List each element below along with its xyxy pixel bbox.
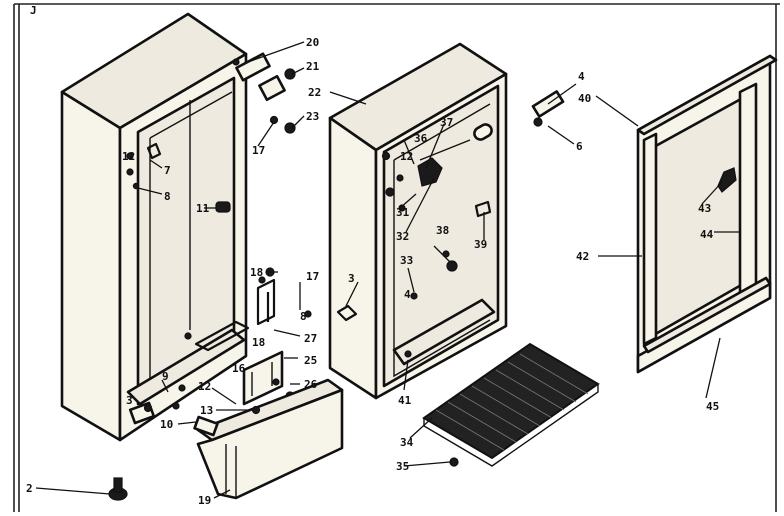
callout-17: 17	[306, 270, 319, 283]
inner-liner	[328, 42, 508, 400]
callout-42: 42	[576, 250, 589, 263]
callout-18: 18	[250, 266, 263, 279]
leveling-leg	[108, 477, 128, 501]
callout-23: 23	[306, 110, 319, 123]
callout-25: 25	[304, 354, 317, 367]
callout-22: 22	[308, 86, 321, 99]
callout-8: 8	[164, 190, 171, 203]
callout-39: 39	[474, 238, 487, 251]
callout-26: 26	[304, 378, 318, 391]
callout-40: 40	[578, 92, 591, 105]
callout-21: 21	[306, 60, 320, 73]
callout-18: 18	[252, 336, 265, 349]
callout-10: 10	[160, 418, 173, 431]
callout-45: 45	[706, 400, 719, 413]
callout-27: 27	[304, 332, 317, 345]
corner-mark: J	[30, 4, 37, 17]
callout-20: 20	[306, 36, 319, 49]
callout-12: 12	[400, 150, 413, 163]
callout-44: 44	[700, 228, 714, 241]
callout-3: 3	[126, 394, 133, 407]
scan-border: J	[13, 3, 780, 512]
callout-12: 12	[198, 380, 211, 393]
callout-38: 38	[436, 224, 449, 237]
callout-labels: 20 21 22 23 17 12 7 8 11 18 17 8 27 18 2…	[26, 36, 719, 507]
callout-32: 32	[396, 230, 409, 243]
callout-6: 6	[576, 140, 583, 153]
callout-43: 43	[698, 202, 711, 215]
callout-12: 12	[122, 150, 135, 163]
callout-4: 4	[578, 70, 585, 83]
callout-31: 31	[396, 206, 410, 219]
callout-41: 41	[398, 394, 412, 407]
callout-37: 37	[440, 116, 453, 129]
callout-34: 34	[400, 436, 414, 449]
callout-19: 19	[198, 494, 211, 507]
callout-9: 9	[162, 370, 169, 383]
drip-tray	[422, 342, 600, 467]
leader-lines	[35, 41, 740, 499]
outer-cabinet	[60, 12, 248, 442]
cabinet-small-parts	[126, 142, 312, 352]
callout-35: 35	[396, 460, 409, 473]
callout-36: 36	[414, 132, 428, 145]
callout-2: 2	[26, 482, 33, 495]
callout-16: 16	[232, 362, 246, 375]
liner-small-parts	[336, 123, 493, 358]
callout-11: 11	[196, 202, 210, 215]
callout-4: 4	[404, 288, 411, 301]
bottom-hinge-assembly	[128, 384, 261, 437]
toe-grille	[196, 378, 344, 500]
callout-17: 17	[252, 144, 265, 157]
callout-3: 3	[348, 272, 355, 285]
door-panel	[636, 54, 778, 374]
callout-33: 33	[400, 254, 413, 267]
callout-8: 8	[300, 310, 307, 323]
callout-13: 13	[200, 404, 213, 417]
callout-7: 7	[164, 164, 171, 177]
